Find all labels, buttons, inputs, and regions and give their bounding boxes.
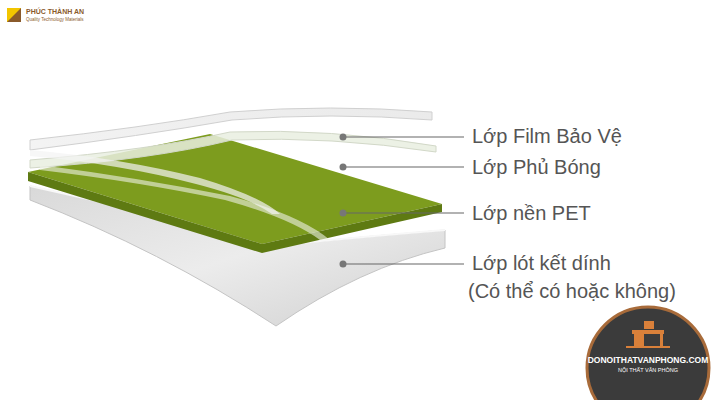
layer-label: Lớp Phủ Bóng <box>472 156 601 178</box>
watermark-subtitle: NỘI THẤT VĂN PHÒNG <box>618 367 678 373</box>
watermark-badge <box>587 307 709 400</box>
brand-name: PHÚC THÀNH AN <box>26 8 84 16</box>
layer-note: (Có thể có hoặc không) <box>468 280 676 302</box>
leader-dots <box>340 134 347 268</box>
watermark-node: DONOITHATVANPHONG.COMNỘI THẤT VĂN PHÒNG <box>584 304 711 400</box>
logo-mark-accent <box>7 8 21 22</box>
layer-label: Lớp Film Bảo Vệ <box>472 125 622 147</box>
layer-label: Lớp lót kết dính <box>472 252 611 274</box>
film-sheen <box>30 150 280 214</box>
leader-lines <box>343 137 464 264</box>
logo-mark <box>7 8 21 22</box>
layer-label: Lớp nền PET <box>472 202 591 224</box>
watermark-site: DONOITHATVANPHONG.COM <box>588 356 709 366</box>
protective-film-layer <box>30 108 432 150</box>
desk-icon <box>626 321 670 348</box>
pet-layer <box>28 134 442 244</box>
brand-tagline: Quality Technology Materials <box>26 18 83 23</box>
